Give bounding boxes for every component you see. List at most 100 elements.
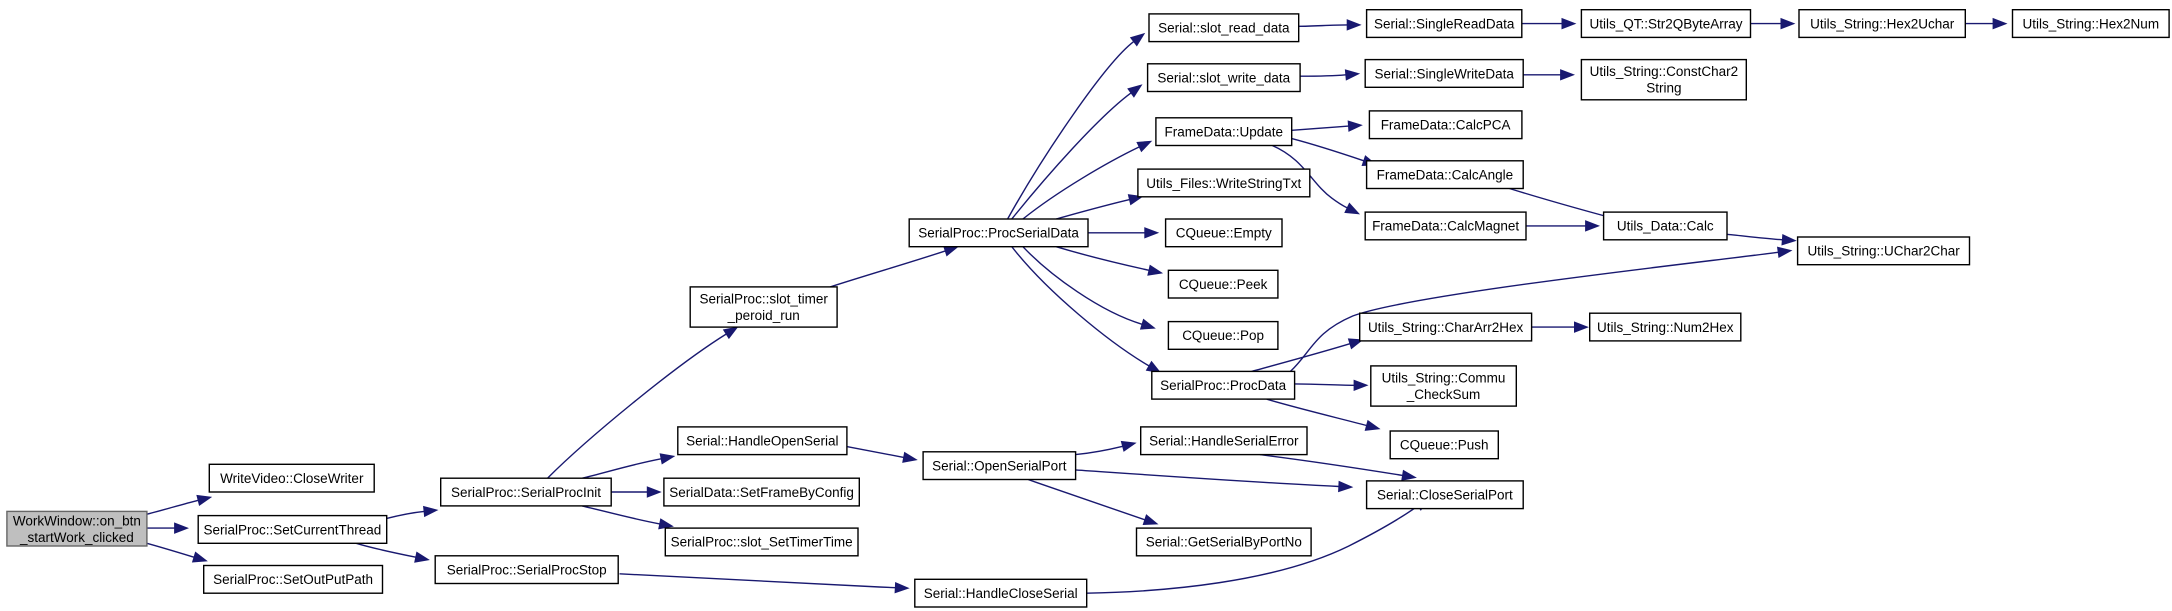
node-writestringtxt[interactable]: Utils_Files::WriteStringTxt (1137, 168, 1311, 198)
edge-singlereaddata-to-str2qbytearray (1520, 17, 1577, 30)
edge-serialprocinit-to-slottimer (547, 326, 739, 479)
node-setframebyconfig[interactable]: SerialData::SetFrameByConfig (663, 477, 861, 507)
node-label: Serial::slot_read_data (1158, 21, 1290, 36)
node-slotwritedata[interactable]: Serial::slot_write_data (1146, 63, 1301, 93)
node-singlereaddata[interactable]: Serial::SingleReadData (1365, 8, 1523, 39)
node-label: FrameData::CalcAngle (1377, 167, 1514, 182)
node-label: Serial::SingleReadData (1374, 16, 1515, 31)
node-workwindow[interactable]: WorkWindow::on_btn_startWork_clicked (6, 510, 148, 547)
node-box (1137, 168, 1311, 198)
node-label: SerialProc::SerialProcInit (451, 485, 601, 500)
node-cqueueempty[interactable]: CQueue::Empty (1164, 218, 1283, 248)
edge-chararr2hex-to-num2hex (1531, 321, 1589, 333)
node-chararr2hex[interactable]: Utils_String::CharArr2Hex (1358, 312, 1533, 342)
node-label: Utils_String::Hex2Num (2023, 16, 2160, 31)
node-closewriter[interactable]: WriteVideo::CloseWriter (208, 463, 375, 493)
node-procdata[interactable]: SerialProc::ProcData (1151, 370, 1296, 400)
node-label: Utils_String::Num2Hex (1597, 320, 1734, 335)
node-label: Serial::OpenSerialPort (932, 459, 1067, 474)
node-serialprocinit[interactable]: SerialProc::SerialProcInit (440, 477, 612, 507)
node-openserialport[interactable]: Serial::OpenSerialPort (922, 451, 1077, 481)
node-label: SerialProc::ProcData (1160, 378, 1287, 393)
node-box (202, 564, 384, 594)
node-box (1135, 527, 1312, 557)
node-slottimer[interactable]: SerialProc::slot_timer_peroid_run (689, 286, 838, 328)
node-slotreaddata[interactable]: Serial::slot_read_data (1148, 13, 1300, 43)
node-box (1148, 13, 1300, 43)
node-label: CQueue::Push (1400, 438, 1489, 453)
node-closeserialport[interactable]: Serial::CloseSerialPort (1365, 480, 1524, 510)
node-box (1167, 269, 1279, 299)
edge-slotreaddata-to-singlereaddata (1298, 19, 1362, 31)
node-label: SerialProc::SerialProcStop (447, 562, 607, 577)
node-box (1580, 58, 1748, 101)
node-setcurrentthread[interactable]: SerialProc::SetCurrentThread (197, 514, 388, 544)
node-cqueuepush[interactable]: CQueue::Push (1389, 430, 1499, 460)
node-box (663, 477, 861, 507)
node-uchar2char[interactable]: Utils_String::UChar2Char (1796, 236, 1971, 266)
edge-serialprocinit-to-slotsettimertime (581, 505, 674, 530)
edge-openserialport-to-handleserialerror (1075, 440, 1137, 456)
node-label: Utils_String::ConstChar2 (1590, 64, 1739, 79)
node-serialprocstop[interactable]: SerialProc::SerialProcStop (434, 555, 619, 585)
edge-str2qbytearray-to-hex2uchar (1750, 17, 1796, 30)
node-handlecloseserial[interactable]: Serial::HandleCloseSerial (914, 578, 1088, 608)
edges-layer (146, 17, 2008, 594)
node-hex2num[interactable]: Utils_String::Hex2Num (2011, 8, 2170, 39)
node-label: Serial::slot_write_data (1157, 70, 1290, 85)
node-box (1368, 110, 1523, 140)
node-procserialdata[interactable]: SerialProc::ProcSerialData (908, 218, 1089, 248)
node-utilsdatacalc[interactable]: Utils_Data::Calc (1602, 211, 1728, 241)
node-num2hex[interactable]: Utils_String::Num2Hex (1588, 312, 1742, 342)
edge-procserialdata-to-procdata (1011, 246, 1162, 374)
edge-procserialdata-to-frameupdate (1022, 140, 1153, 220)
node-label: Utils_String::UChar2Char (1807, 244, 1960, 259)
node-box (434, 555, 619, 585)
node-label: SerialProc::SetOutPutPath (213, 572, 373, 587)
node-box (440, 477, 612, 507)
node-box (1167, 320, 1279, 351)
node-frameupdate[interactable]: FrameData::Update (1155, 117, 1293, 147)
node-handleopenserial[interactable]: Serial::HandleOpenSerial (677, 426, 848, 456)
edge-workwindow-to-closewriter (146, 494, 213, 515)
node-slotsettimertime[interactable]: SerialProc::slot_SetTimerTime (664, 527, 859, 557)
edge-procserialdata-to-writestringtxt (1055, 194, 1144, 220)
node-str2qbytearray[interactable]: Utils_QT::Str2QByteArray (1580, 8, 1752, 39)
edge-frameupdate-to-calcpca (1291, 120, 1363, 132)
edge-serialprocinit-to-setframebyconfig (611, 486, 662, 498)
node-label: FrameData::Update (1165, 125, 1284, 140)
node-box (6, 510, 148, 547)
node-label: Utils_String::Hex2Uchar (1810, 16, 1955, 31)
node-box (1155, 117, 1293, 147)
node-hex2uchar[interactable]: Utils_String::Hex2Uchar (1798, 8, 1967, 39)
node-label: CQueue::Pop (1182, 328, 1264, 343)
node-cqueuepop[interactable]: CQueue::Pop (1167, 320, 1279, 351)
node-getserialbyportno[interactable]: Serial::GetSerialByPortNo (1135, 527, 1312, 557)
node-label: Serial::HandleCloseSerial (924, 586, 1078, 601)
edge-procserialdata-to-slotreaddata (1006, 32, 1146, 220)
edge-calcmagnet-to-utilsdatacalc (1525, 220, 1600, 232)
edge-procserialdata-to-slotwritedata (1011, 84, 1143, 220)
node-calcmagnet[interactable]: FrameData::CalcMagnet (1364, 211, 1527, 241)
node-singlewritedata[interactable]: Serial::SingleWriteData (1364, 58, 1524, 88)
node-box (1798, 8, 1967, 39)
node-setoutputpath[interactable]: SerialProc::SetOutPutPath (202, 564, 384, 594)
edge-openserialport-to-closeserialport (1075, 469, 1354, 493)
edge-setcurrentthread-to-serialprocstop (355, 542, 430, 563)
node-box (1139, 426, 1308, 456)
node-label: Serial::SingleWriteData (1375, 66, 1515, 81)
node-box (1365, 480, 1524, 510)
node-box (1364, 58, 1524, 88)
node-calcangle[interactable]: FrameData::CalcAngle (1365, 160, 1524, 190)
node-handleserialerror[interactable]: Serial::HandleSerialError (1139, 426, 1308, 456)
nodes-layer: WorkWindow::on_btn_startWork_clicked Writ… (6, 8, 2170, 608)
node-label: Utils_QT::Str2QByteArray (1589, 16, 1742, 31)
node-box (1365, 8, 1523, 39)
edge-frameupdate-to-calcmagnet (1272, 144, 1361, 215)
node-label: _CheckSum (1406, 387, 1481, 402)
node-cqueuepeek[interactable]: CQueue::Peek (1167, 269, 1279, 299)
node-commuchecksum[interactable]: Utils_String::Commu_CheckSum (1370, 365, 1518, 407)
edge-frameupdate-to-calcangle (1291, 137, 1378, 167)
node-calcpca[interactable]: FrameData::CalcPCA (1368, 110, 1523, 140)
